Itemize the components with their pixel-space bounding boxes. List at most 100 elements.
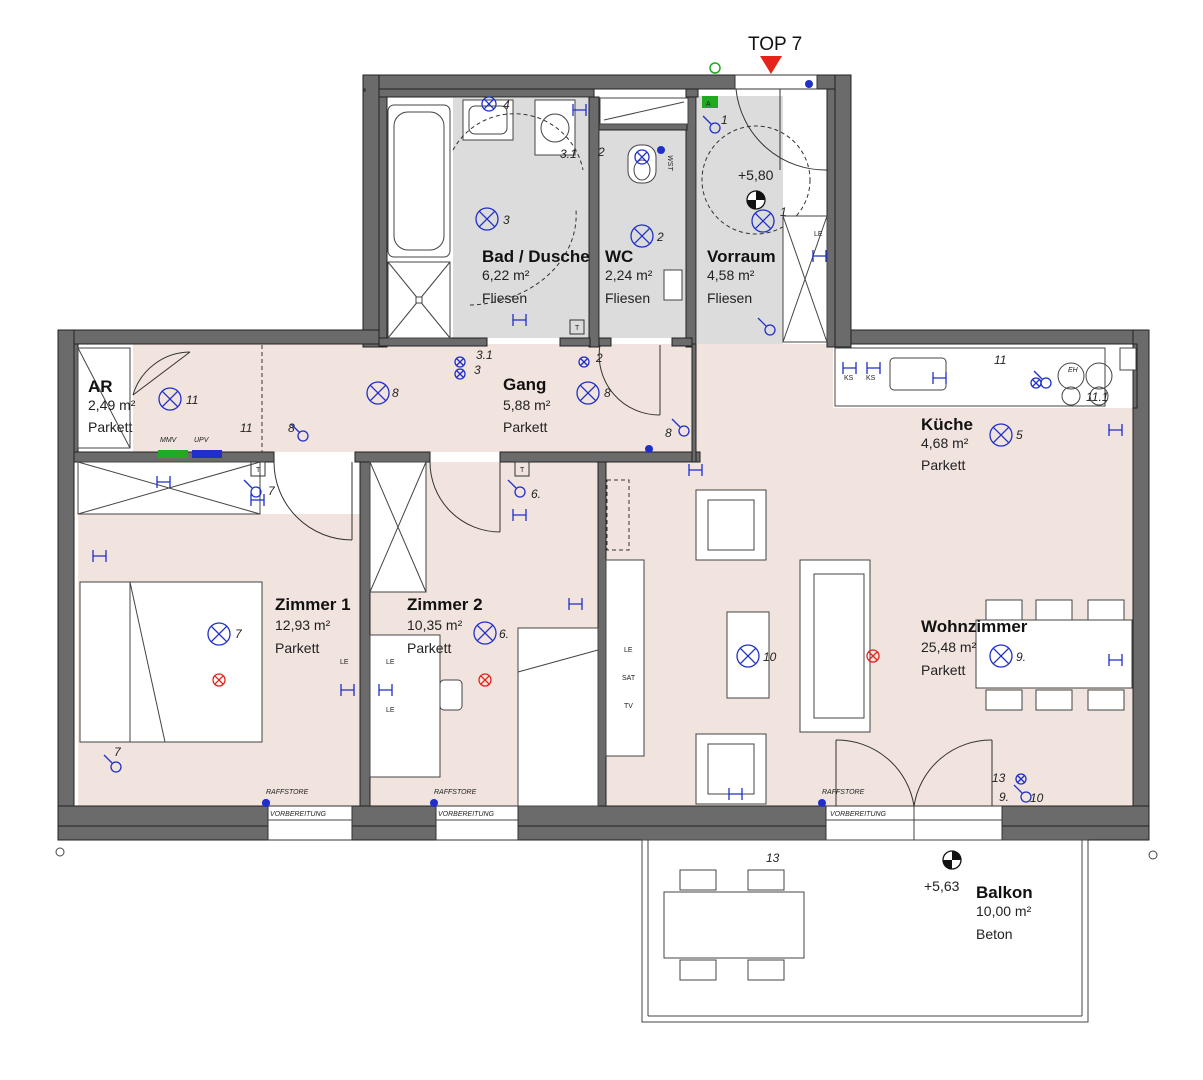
connection-point-icon <box>805 80 813 88</box>
room-area: 25,48 m² <box>921 639 977 655</box>
room-label-zimmer2: Zimmer 2 10,35 m² Parkett <box>407 595 483 656</box>
raffstore-label: RAFFSTORE <box>266 789 309 796</box>
room-name: Balkon <box>976 883 1033 902</box>
wst-label: WST <box>666 155 673 171</box>
level-markers: +5,80 +5,63 <box>738 167 962 894</box>
outlet-icon <box>866 649 880 663</box>
switch-icon <box>1033 370 1052 389</box>
ceiling-light-icon <box>158 387 182 411</box>
circuit-number: 8 <box>665 426 672 440</box>
wall <box>499 451 701 463</box>
raffstore-label: RAFFSTORE <box>434 789 477 796</box>
socket-icon <box>378 684 393 696</box>
outlet-icon <box>478 673 492 687</box>
room-floor: Parkett <box>921 457 965 473</box>
wall <box>588 96 600 348</box>
dining-chair <box>1087 599 1125 621</box>
electrical-symbols <box>92 80 1123 807</box>
bed <box>79 581 263 743</box>
switch-icon <box>243 479 262 498</box>
socket-icon <box>1108 654 1123 666</box>
ks-label: KS <box>866 375 876 382</box>
circuit-number: 3 <box>503 213 510 227</box>
ceiling-light-icon <box>481 96 497 112</box>
entrance-arrow-icon <box>760 56 782 74</box>
socket-icon <box>568 598 583 610</box>
balcony-chair <box>679 959 717 981</box>
room-name: AR <box>88 377 113 396</box>
wall <box>354 451 431 463</box>
switch-icon <box>507 479 526 498</box>
room-name: Zimmer 1 <box>275 595 351 614</box>
ceiling-light-icon <box>751 209 775 233</box>
balcony-chair <box>747 959 785 981</box>
vorbereitung-label: VORBEREITUNG <box>270 811 327 818</box>
wohn-upper-floor <box>693 344 833 464</box>
circuit-number: 8 <box>392 386 399 400</box>
circuit-number: 2 <box>597 145 605 159</box>
socket-icon <box>92 550 107 562</box>
room-label-wohnzimmer: Wohnzimmer 25,48 m² Parkett <box>921 617 1028 678</box>
room-label-bad: Bad / Dusche 6,22 m² Fliesen <box>482 247 590 306</box>
circuit-number: 6. <box>531 487 541 501</box>
tv-sideboard <box>605 559 645 757</box>
le-label: LE <box>340 659 349 666</box>
entrance-door-swing <box>735 88 829 171</box>
wall <box>362 88 366 92</box>
room-area: 4,58 m² <box>707 267 755 283</box>
room-name: Bad / Dusche <box>482 247 590 266</box>
wc-cistern <box>599 97 689 125</box>
dining-chair <box>1035 599 1073 621</box>
ceiling-light-icon <box>454 356 466 368</box>
room-floor: Fliesen <box>605 290 650 306</box>
sat-label: SAT <box>622 675 636 682</box>
ceiling-light-icon <box>578 356 590 368</box>
wall <box>685 96 697 348</box>
wall <box>362 74 736 90</box>
circuit-number: 3 <box>474 363 481 377</box>
kitchen-counter <box>834 347 1106 407</box>
entrance-opening <box>734 74 818 90</box>
level-entrance: +5,80 <box>738 167 774 183</box>
circuit-number: 13 <box>992 771 1006 785</box>
a-panel <box>702 96 718 108</box>
circuit-number: 6. <box>499 627 509 641</box>
socket-icon <box>866 362 881 374</box>
socket-icon <box>1108 424 1123 436</box>
room-label-balkon: Balkon 10,00 m² Beton <box>976 883 1033 942</box>
window-zimmer1 <box>267 805 353 841</box>
raffstore-label: RAFFSTORE <box>822 789 865 796</box>
socket-icon <box>932 372 947 384</box>
room-area: 4,68 m² <box>921 435 969 451</box>
ceiling-light-icon <box>1015 773 1027 785</box>
circuit-number: 9. <box>999 790 1009 804</box>
ceiling-light-icon <box>634 149 650 165</box>
socket-icon <box>812 250 827 262</box>
zimmer2-bed <box>517 627 599 807</box>
wall <box>834 74 852 348</box>
ceiling-light-icon <box>207 622 231 646</box>
socket-icon <box>250 494 265 506</box>
balcony-chair <box>679 869 717 891</box>
circuit-number: 2 <box>656 230 664 244</box>
dining-chair <box>1087 689 1125 711</box>
ceiling-light-icon <box>366 381 390 405</box>
room-area: 10,00 m² <box>976 903 1032 919</box>
circuit-number: 1 <box>780 205 787 219</box>
circuit-number: 13 <box>766 851 780 865</box>
chair <box>439 679 463 711</box>
circuit-number: 11 <box>186 393 198 407</box>
misc-labels: EH WST T T T KS KS LE SAT TV LE LE LE LE <box>250 155 1079 714</box>
room-label-gang: Gang 5,88 m² Parkett <box>503 375 551 435</box>
circuit-number: 3.1 <box>476 348 493 362</box>
level-target-icon <box>746 190 766 210</box>
circuit-number: 2 <box>595 351 603 365</box>
room-area: 6,22 m² <box>482 267 530 283</box>
wall <box>362 74 380 348</box>
circuit-numbers: 3 2 1 8 8 11 5 7 6. 10 9. 4 3.1 2 1 3.1 … <box>114 98 1108 865</box>
t-label: T <box>256 467 261 474</box>
coffee-table <box>726 611 770 699</box>
circuit-number: 3.1 <box>560 147 577 161</box>
room-name: Wohnzimmer <box>921 617 1028 636</box>
t-label: T <box>575 325 580 332</box>
